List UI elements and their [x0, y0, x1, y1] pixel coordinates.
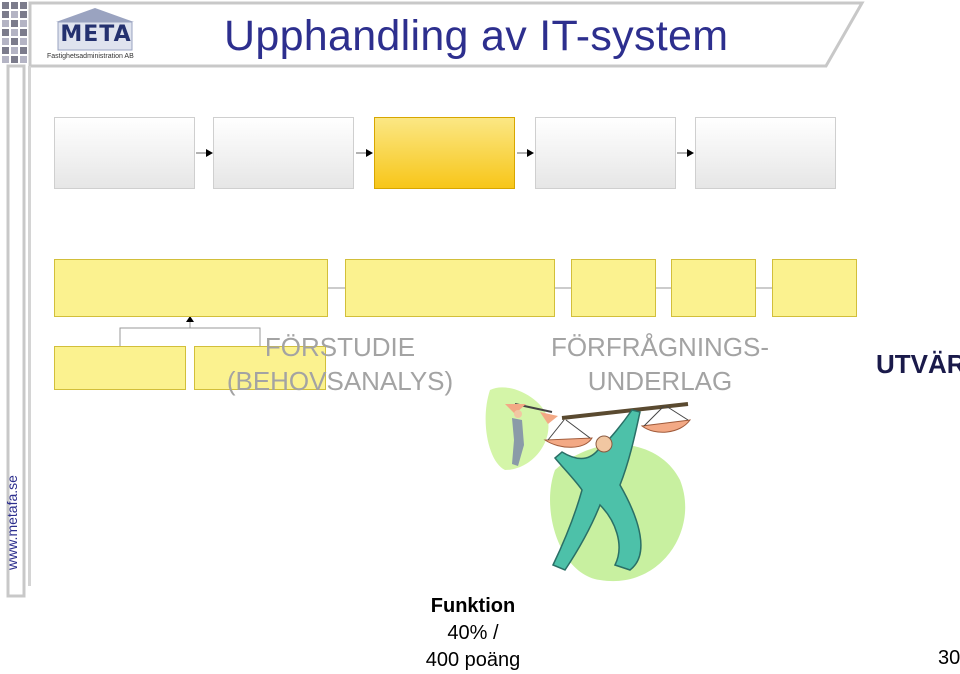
criteria-block: Funktion 40% / 400 poäng: [398, 593, 548, 674]
logo-building-icon: [56, 8, 134, 51]
flow-arrows: [196, 149, 694, 157]
phase-label-utvardering: UTVÄR: [876, 349, 960, 379]
sub-box-2: [345, 259, 555, 317]
sub-box-5: [772, 259, 857, 317]
process-box-current: [374, 117, 515, 189]
balance-scale-man-icon: [543, 402, 692, 582]
small-scale-figure-icon: [485, 387, 558, 470]
process-box-1: [54, 117, 195, 189]
page-title: Upphandling av IT-system: [224, 12, 729, 60]
sub-box-3: [571, 259, 656, 317]
logo-subtitle: Fastighetsadministration AB: [47, 53, 134, 60]
process-box-2: [213, 117, 354, 189]
website-url: www.metafa.se: [4, 475, 20, 570]
phase-forstudie-text: FÖRSTUDIE (BEHOVSANALYS): [226, 332, 454, 396]
phase-forfragning-text: FÖRFRÅGNINGS- UNDERLAG: [550, 332, 770, 396]
sub-box-6: [54, 346, 186, 390]
criteria-percent: 40% /: [447, 622, 499, 644]
checker-pattern: [2, 2, 27, 63]
process-box-5: [695, 117, 836, 189]
sub-box-7: [194, 346, 326, 390]
logo-text: META: [60, 22, 132, 47]
header-outline: [28, 1, 865, 68]
sub-box-1: [54, 259, 328, 317]
phase-label-forstudie: FÖRSTUDIE (BEHOVSANALYS): [200, 330, 480, 398]
edge-value: 30: [938, 647, 960, 669]
criteria-points: 400 poäng: [425, 649, 521, 671]
process-box-4: [535, 117, 676, 189]
phase-label-forfragningsunderlag: FÖRFRÅGNINGS- UNDERLAG: [520, 330, 800, 398]
sub-box-4: [671, 259, 756, 317]
left-sidebar-bar: [6, 64, 26, 598]
criteria-title: Funktion: [430, 595, 516, 617]
